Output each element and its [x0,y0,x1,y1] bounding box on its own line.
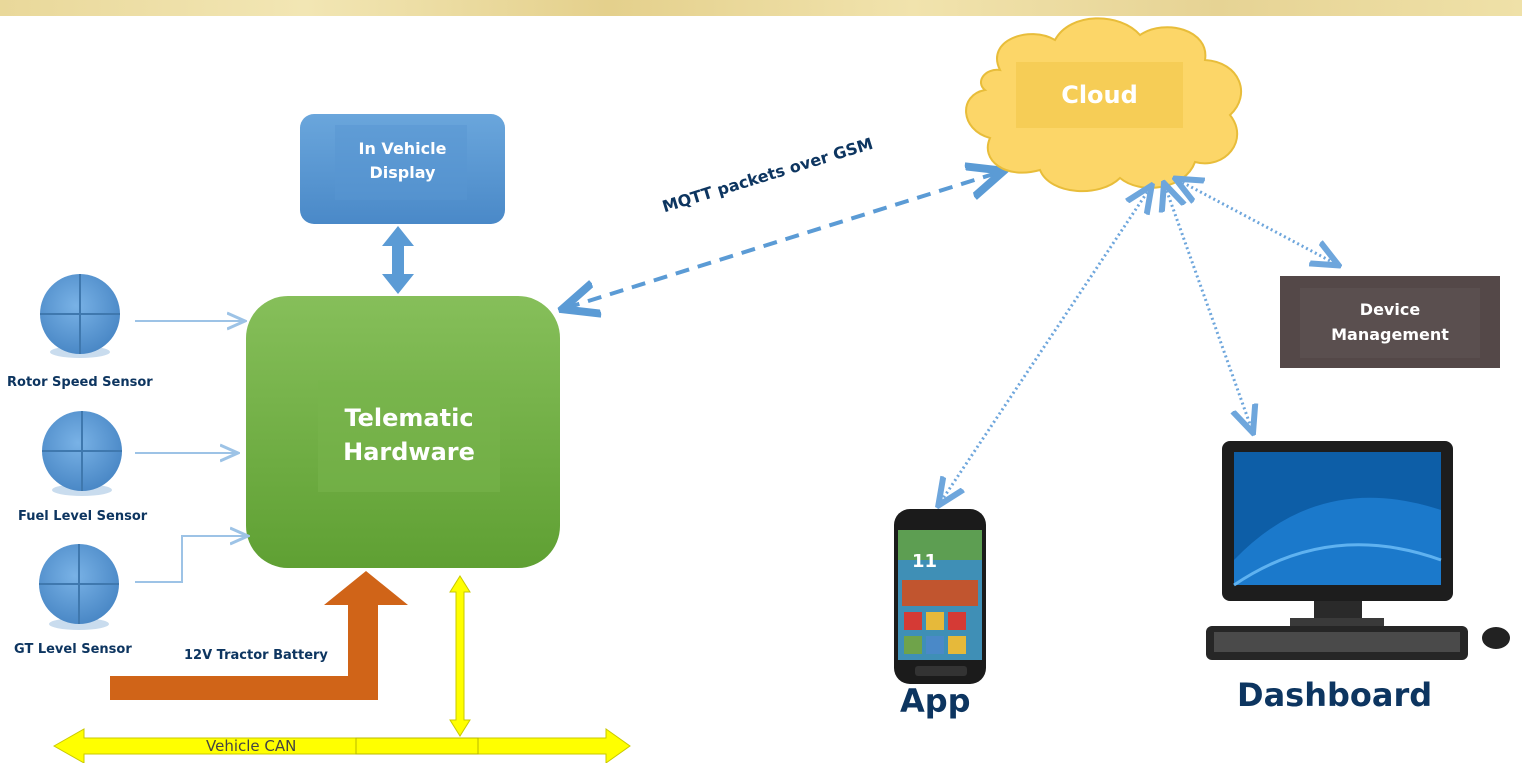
sensor-fuel-icon [42,411,122,496]
gt-sensor-label: GT Level Sensor [14,642,132,657]
cloud-app-link [940,188,1150,503]
sensor-gt-icon [39,544,119,630]
cloud-dashboard-link [1165,186,1252,430]
cloud-device-link [1178,180,1336,264]
phone-icon: 11 [894,509,986,684]
telematic-label: Telematic Hardware [343,404,475,466]
can-label: Vehicle CAN [206,737,297,755]
battery-arrow [110,571,408,700]
top-decorative-band [0,0,1522,16]
display-link-arrow [382,226,414,294]
app-label: App [900,682,971,720]
dashboard-label: Dashboard [1237,676,1433,714]
mqtt-link [566,172,1000,308]
device-mgmt-label: Device Management [1331,300,1449,344]
battery-label: 12V Tractor Battery [184,648,328,663]
display-label: In Vehicle Display [358,139,447,182]
fuel-sensor-label: Fuel Level Sensor [18,509,148,524]
desktop-computer-icon [1206,441,1510,660]
can-telematic-arrow [449,575,471,737]
svg-text:11: 11 [912,551,937,572]
rotor-sensor-label: Rotor Speed Sensor [7,375,153,390]
gt-arrow [135,536,246,583]
cloud-label: Cloud [1061,81,1138,109]
can-bus-arrow [52,728,631,763]
sensor-rotor-icon [40,274,120,358]
